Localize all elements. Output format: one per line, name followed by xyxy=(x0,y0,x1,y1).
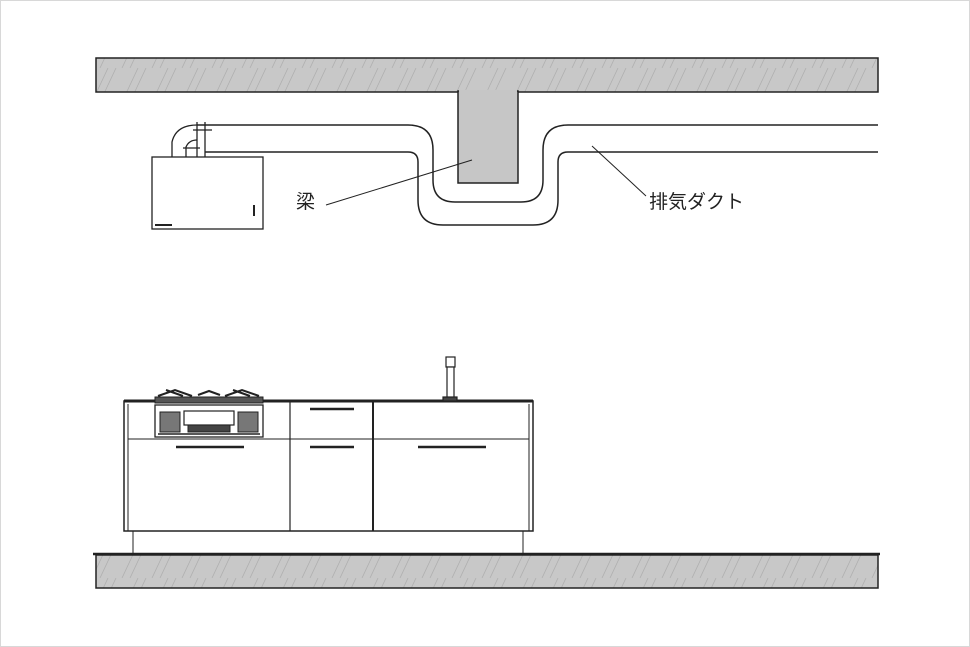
exhaust-duct xyxy=(197,124,878,226)
beam xyxy=(457,89,519,184)
faucet xyxy=(442,356,458,402)
duct-callout: 排気ダクト xyxy=(591,145,744,213)
floor-slab xyxy=(93,552,880,589)
ceiling-slab xyxy=(95,57,879,93)
beam-callout: 梁 xyxy=(296,159,473,213)
range-hood-unit xyxy=(151,122,264,230)
beam-label: 梁 xyxy=(296,191,315,213)
duct-label: 排気ダクト xyxy=(649,191,744,213)
gas-cooktop xyxy=(154,388,264,438)
